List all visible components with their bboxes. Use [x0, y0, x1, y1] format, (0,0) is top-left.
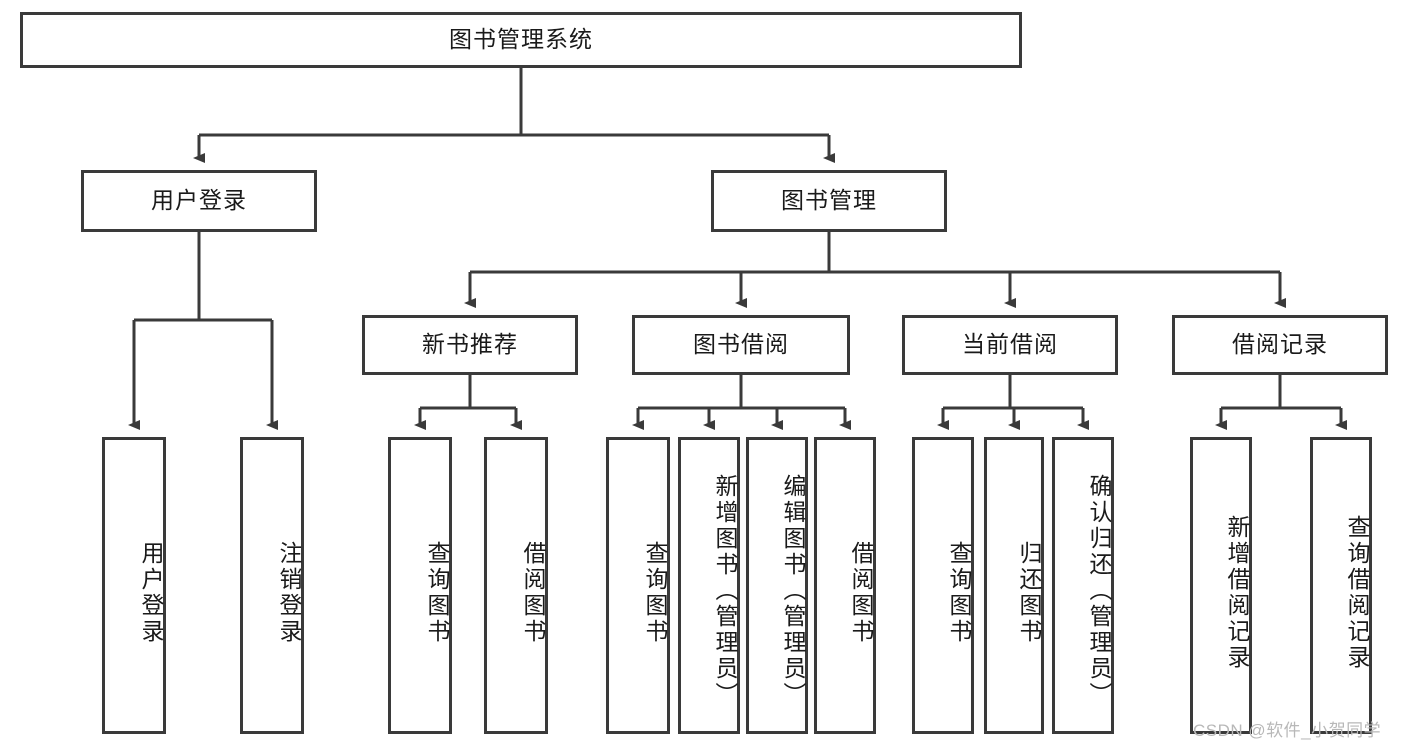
leaf-record-add[interactable]: 新增借阅记录	[1190, 437, 1252, 734]
leaf-borrow-lend-book-label: 借阅图书	[848, 540, 874, 645]
watermark: CSDN @软件_小贺同学	[1193, 721, 1382, 740]
leaf-user-login-label: 用户登录	[138, 540, 164, 645]
leaf-borrow-query-book-label: 查询图书	[642, 540, 668, 645]
node-new-book-recommend[interactable]: 新书推荐	[362, 315, 578, 375]
leaf-current-return-book[interactable]: 归还图书	[984, 437, 1044, 734]
leaf-current-query-book[interactable]: 查询图书	[912, 437, 974, 734]
leaf-record-query[interactable]: 查询借阅记录	[1310, 437, 1372, 734]
leaf-borrow-add-book-admin-label: 新增图书（管理员）	[712, 473, 738, 708]
leaf-current-return-book-label: 归还图书	[1016, 540, 1042, 645]
leaf-borrow-edit-book-admin-label: 编辑图书（管理员）	[780, 473, 806, 708]
leaf-current-confirm-return-admin-label: 确认归还（管理员）	[1086, 473, 1112, 708]
leaf-borrow-add-book-admin[interactable]: 新增图书（管理员）	[678, 437, 740, 734]
leaf-logout-label: 注销登录	[276, 540, 302, 645]
leaf-current-confirm-return-admin[interactable]: 确认归还（管理员）	[1052, 437, 1114, 734]
node-book-management-label: 图书管理	[781, 187, 877, 214]
node-user-login[interactable]: 用户登录	[81, 170, 317, 232]
leaf-recommend-query-book[interactable]: 查询图书	[388, 437, 452, 734]
node-root[interactable]: 图书管理系统	[20, 12, 1022, 68]
node-borrow-record-label: 借阅记录	[1232, 331, 1328, 358]
node-user-login-label: 用户登录	[151, 187, 247, 214]
node-new-book-recommend-label: 新书推荐	[422, 331, 518, 358]
node-current-borrow[interactable]: 当前借阅	[902, 315, 1118, 375]
leaf-borrow-lend-book[interactable]: 借阅图书	[814, 437, 876, 734]
node-book-management[interactable]: 图书管理	[711, 170, 947, 232]
leaf-record-query-label: 查询借阅记录	[1344, 514, 1370, 671]
node-borrow-record[interactable]: 借阅记录	[1172, 315, 1388, 375]
leaf-recommend-query-book-label: 查询图书	[424, 540, 450, 645]
node-root-label: 图书管理系统	[449, 26, 593, 53]
node-book-borrow[interactable]: 图书借阅	[632, 315, 850, 375]
leaf-recommend-borrow-book[interactable]: 借阅图书	[484, 437, 548, 734]
leaf-logout[interactable]: 注销登录	[240, 437, 304, 734]
leaf-recommend-borrow-book-label: 借阅图书	[520, 540, 546, 645]
leaf-current-query-book-label: 查询图书	[946, 540, 972, 645]
leaf-user-login[interactable]: 用户登录	[102, 437, 166, 734]
leaf-borrow-edit-book-admin[interactable]: 编辑图书（管理员）	[746, 437, 808, 734]
leaf-record-add-label: 新增借阅记录	[1224, 514, 1250, 671]
node-current-borrow-label: 当前借阅	[962, 331, 1058, 358]
node-book-borrow-label: 图书借阅	[693, 331, 789, 358]
leaf-borrow-query-book[interactable]: 查询图书	[606, 437, 670, 734]
